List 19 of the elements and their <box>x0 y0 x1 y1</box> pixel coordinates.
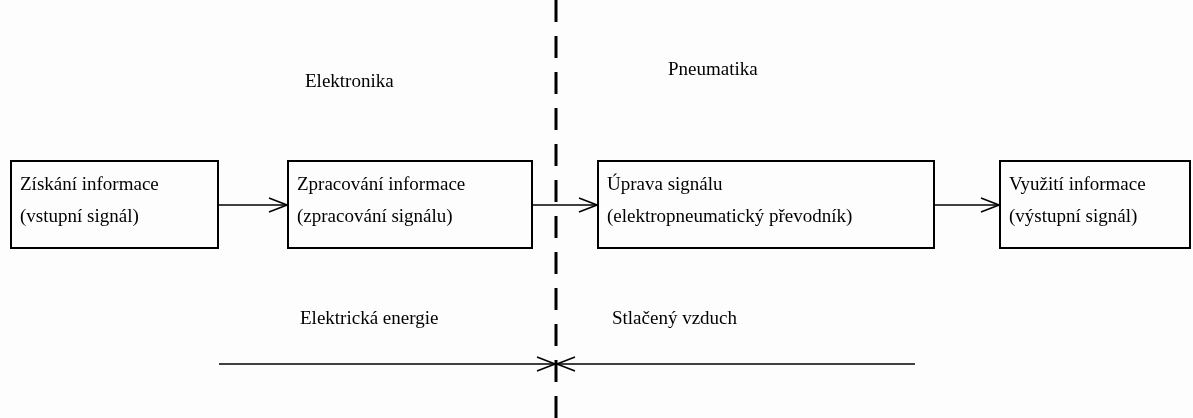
box-text: (elektropneumatický převodník) <box>607 204 853 228</box>
process-box <box>287 160 533 249</box>
box-text: Využití informace <box>1009 172 1146 196</box>
box-text: Úprava signálu <box>607 172 723 196</box>
process-box <box>597 160 935 249</box>
flow-label: Stlačený vzduch <box>612 307 738 329</box>
section-heading: Pneumatika <box>668 58 758 80</box>
section-heading: Elektronika <box>305 70 394 92</box>
box-text: (zpracování signálu) <box>297 204 453 228</box>
box-text: (výstupní signál) <box>1009 204 1138 228</box>
arrow <box>532 197 598 213</box>
arrow <box>218 197 288 213</box>
process-box <box>10 160 219 249</box>
flow-label: Elektrická energie <box>300 307 439 329</box>
arrow <box>934 197 1000 213</box>
process-box <box>999 160 1191 249</box>
box-text: (vstupní signál) <box>20 204 139 228</box>
box-text: Získání informace <box>20 172 159 196</box>
box-text: Zpracování informace <box>297 172 466 196</box>
